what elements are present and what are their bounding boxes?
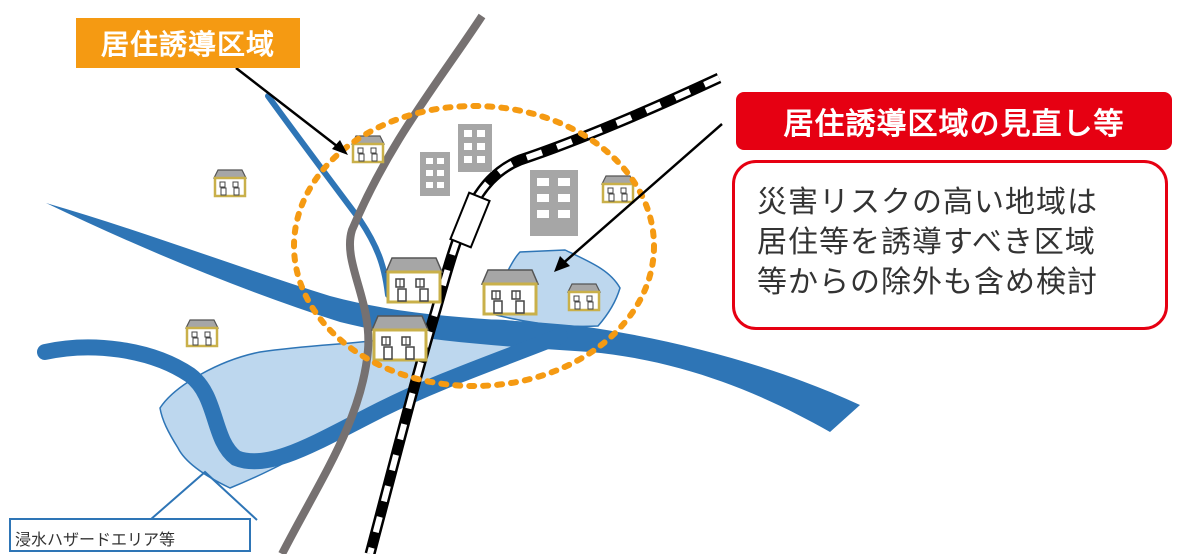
house-icon <box>384 256 444 304</box>
lower-river <box>37 328 568 470</box>
zone-pointer-arrow <box>235 67 343 151</box>
road <box>278 13 486 554</box>
review-pointer-arrow <box>559 123 723 267</box>
residential-zone-label: 居住誘導区域 <box>76 18 300 68</box>
house-icon <box>184 318 220 348</box>
house-icon <box>480 268 540 316</box>
main-river <box>46 203 860 432</box>
building-icon <box>458 124 492 172</box>
station <box>449 191 491 249</box>
note-line: 等からの除外も含め検討 <box>757 265 1098 300</box>
house-icon <box>600 174 636 204</box>
hazard-area-label: 浸水ハザードエリア等 <box>9 518 251 552</box>
house-icon <box>566 282 602 312</box>
note-line: 災害リスクの高い地域は <box>757 185 1098 220</box>
building-icon <box>420 152 450 196</box>
building-icon <box>530 170 578 236</box>
note-box: 災害リスクの高い地域は 居住等を誘導すべき区域 等からの除外も含め検討 <box>732 160 1168 330</box>
hazard-label-connector <box>149 470 258 521</box>
house-icon <box>370 314 430 362</box>
house-icon <box>212 168 248 198</box>
note-line: 居住等を誘導すべき区域 <box>757 225 1096 260</box>
residential-zone-outline <box>291 103 657 389</box>
review-label: 居住誘導区域の見直し等 <box>736 92 1172 150</box>
